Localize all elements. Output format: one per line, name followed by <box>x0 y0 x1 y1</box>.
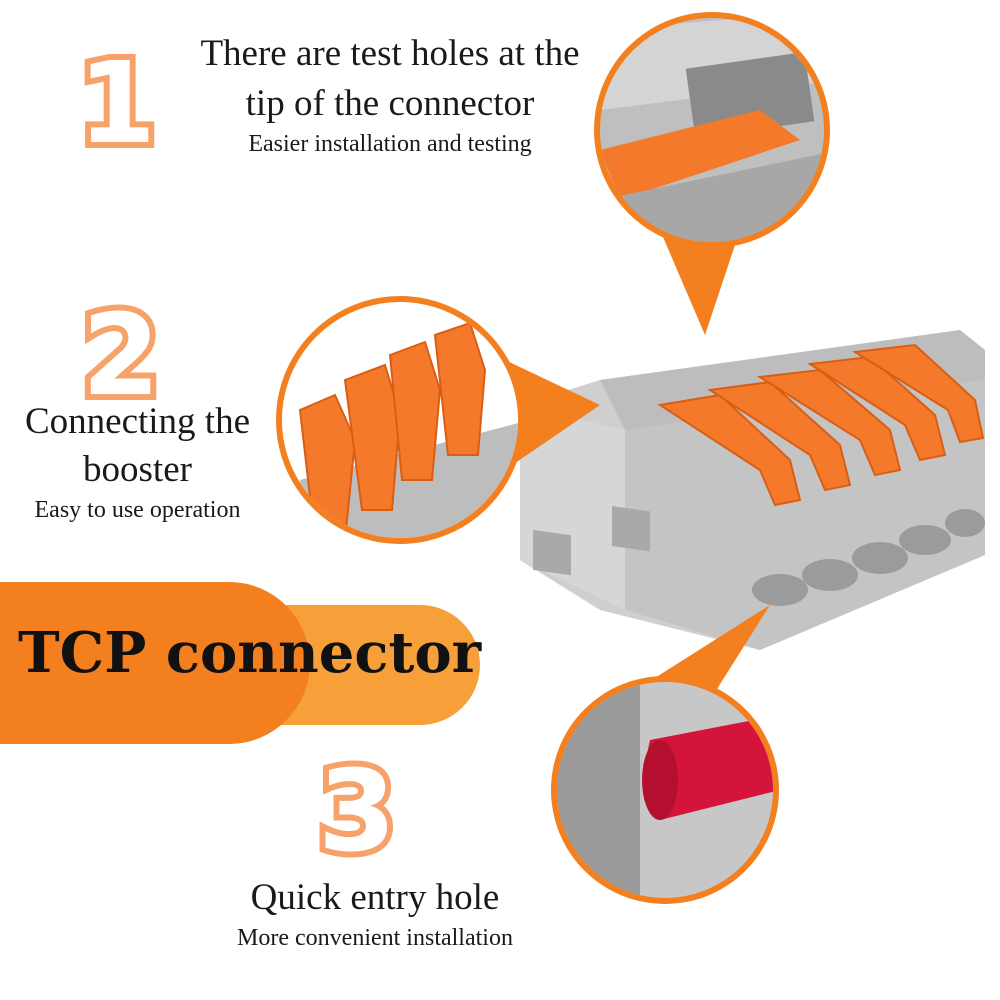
step-2-subtitle: Easy to use operation <box>34 497 241 523</box>
callout-3-zoom <box>557 682 773 898</box>
step-2-title-line1: Connecting the <box>24 401 251 442</box>
banner-foreground <box>0 582 310 744</box>
step-2-title-line2: booster <box>83 449 192 490</box>
callout-1-zoom <box>600 18 824 242</box>
banner-label: TCP connector <box>18 620 482 686</box>
callout-2-zoom <box>282 302 518 538</box>
step-1-title-line2: tip of the connector <box>245 83 535 124</box>
step-1-title-line1: There are test holes at the <box>200 33 580 74</box>
step-number-2: 2 <box>76 291 166 421</box>
step-number-1: 1 <box>72 39 162 169</box>
step-number-3: 3 <box>312 747 402 877</box>
step-3-subtitle: More convenient installation <box>237 925 513 951</box>
step-3-title: Quick entry hole <box>250 877 500 918</box>
step-1-subtitle: Easier installation and testing <box>248 131 532 157</box>
connector-body <box>520 330 985 650</box>
